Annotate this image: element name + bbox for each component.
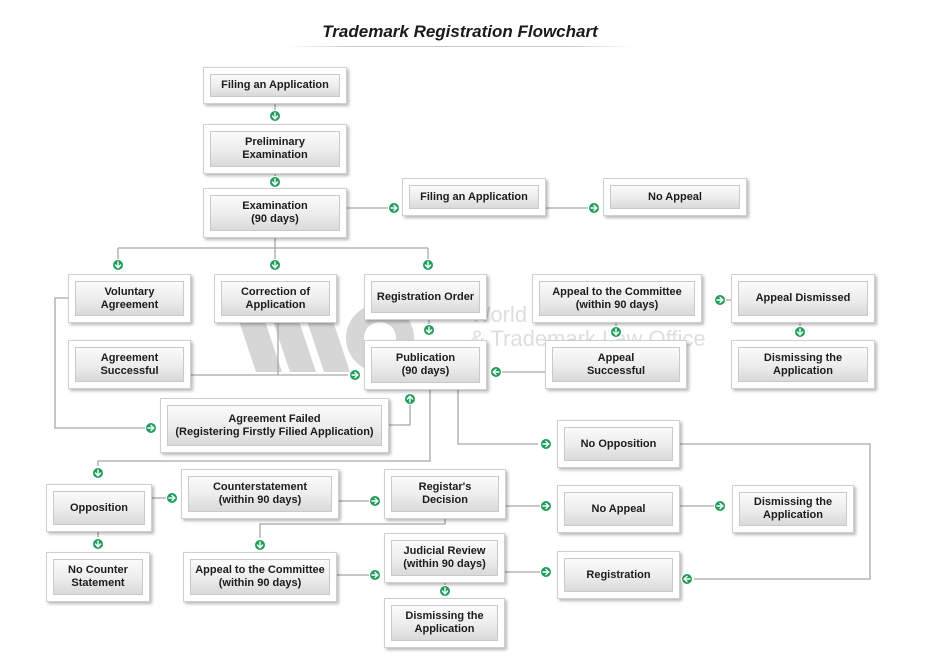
node-agreement-successful[interactable]: Agreement Successful — [68, 340, 191, 389]
node-appeal-dismissed-label: Appeal Dismissed — [755, 292, 851, 304]
edge-agreementfailed-publication — [389, 405, 411, 426]
arrow-right-icon — [540, 438, 552, 450]
node-registars-decision[interactable]: Registar's Decision — [384, 469, 506, 519]
node-registration-label: Registration — [586, 568, 651, 581]
arrow-down-icon — [794, 326, 806, 338]
arrow-down-icon — [439, 585, 451, 597]
node-registars-decision-label: Registar's Decision — [418, 481, 472, 506]
node-appeal-committee-top[interactable]: Appeal to the Committee (within 90 days) — [532, 274, 702, 323]
node-counterstatement-label: Counterstatement (within 90 days) — [212, 481, 308, 506]
arrow-down-icon — [92, 467, 104, 479]
node-no-appeal-bottom-label: No Appeal — [591, 502, 646, 515]
node-examination-label: Examination (90 days) — [242, 200, 308, 225]
arrow-down-icon — [112, 259, 124, 271]
node-appeal-committee-top-label: Appeal to the Committee (within 90 days) — [552, 285, 682, 311]
node-appeal-successful[interactable]: Appeal Successful — [545, 340, 687, 389]
arrow-right-icon — [588, 202, 600, 214]
node-registration-order[interactable]: Registration Order — [364, 274, 487, 320]
node-examination[interactable]: Examination (90 days) — [203, 188, 347, 238]
node-publication[interactable]: Publication (90 days) — [364, 340, 487, 390]
node-no-counter-statement[interactable]: No Counter Statement — [46, 552, 150, 602]
node-appeal-successful-label: Appeal Successful — [586, 351, 646, 377]
edge-voluntary-agreementfailed — [54, 297, 145, 429]
arrow-right-icon — [166, 492, 178, 504]
arrow-up-icon — [404, 393, 416, 405]
node-dismissing-application-top-label: Dismissing the Application — [763, 351, 843, 377]
arrow-right-icon — [714, 500, 726, 512]
arrow-down-icon — [422, 259, 434, 271]
node-registration[interactable]: Registration — [557, 551, 680, 599]
node-dismissing-application-mid-label: Dismissing the Application — [753, 496, 833, 521]
node-agreement-failed[interactable]: Agreement Failed (Registering Firstly Fi… — [160, 398, 389, 453]
node-no-opposition[interactable]: No Opposition — [557, 420, 680, 468]
node-filing-application[interactable]: Filing an Application — [203, 67, 347, 104]
node-dismissing-application-mid[interactable]: Dismissing the Application — [732, 485, 854, 533]
arrow-down-icon — [269, 259, 281, 271]
node-no-appeal-top-label: No Appeal — [648, 190, 702, 203]
node-preliminary-examination[interactable]: Preliminary Examination — [203, 124, 347, 174]
arrow-right-icon — [145, 422, 157, 434]
arrow-right-icon — [540, 566, 552, 578]
arrow-down-icon — [269, 176, 281, 188]
arrow-down-icon — [269, 110, 281, 122]
page-title: Trademark Registration Flowchart — [322, 22, 598, 41]
edge-publication-opposition — [97, 390, 431, 466]
node-no-appeal-top[interactable]: No Appeal — [603, 178, 747, 216]
arrow-left-icon — [681, 573, 693, 585]
node-filing-application-right-label: Filing an Application — [420, 190, 528, 203]
node-appeal-committee-bottom[interactable]: Appeal to the Committee (within 90 days) — [183, 552, 337, 602]
node-opposition-label: Opposition — [69, 501, 129, 514]
arrow-down-icon — [254, 539, 266, 551]
node-preliminary-examination-label: Preliminary Examination — [242, 136, 308, 161]
title-underline — [285, 46, 635, 47]
node-correction-of-application[interactable]: Correction of Application — [214, 274, 337, 323]
node-no-opposition-label: No Opposition — [580, 437, 657, 450]
edge-noopposition-registration — [680, 443, 871, 580]
arrow-left-icon — [490, 366, 502, 378]
node-judicial-review[interactable]: Judicial Review (within 90 days) — [384, 533, 505, 583]
node-voluntary-agreement-label: Voluntary Agreement — [100, 285, 159, 311]
arrow-down-icon — [92, 538, 104, 550]
arrow-right-icon — [349, 369, 361, 381]
node-dismissing-application-bottom-label: Dismissing the Application — [405, 610, 484, 635]
node-registration-order-label: Registration Order — [376, 290, 475, 303]
arrow-right-icon — [369, 569, 381, 581]
edge-publication-noopposition — [457, 390, 538, 445]
node-filing-application-label: Filing an Application — [221, 79, 329, 91]
node-filing-application-right[interactable]: Filing an Application — [402, 178, 546, 216]
arrow-right-icon — [369, 495, 381, 507]
node-voluntary-agreement[interactable]: Voluntary Agreement — [68, 274, 191, 323]
arrow-down-icon — [423, 324, 435, 336]
arrow-right-icon — [714, 294, 726, 306]
node-dismissing-application-bottom[interactable]: Dismissing the Application — [384, 598, 505, 648]
node-appeal-committee-bottom-label: Appeal to the Committee (within 90 days) — [195, 564, 325, 589]
node-publication-label: Publication (90 days) — [395, 352, 456, 377]
node-agreement-successful-label: Agreement Successful — [100, 351, 159, 377]
edge-examination-branch — [117, 238, 429, 262]
node-no-counter-statement-label: No Counter Statement — [68, 564, 128, 589]
arrow-right-icon — [540, 500, 552, 512]
node-judicial-review-label: Judicial Review (within 90 days) — [403, 545, 486, 570]
arrow-down-icon — [610, 326, 622, 338]
node-agreement-failed-label: Agreement Failed (Registering Firstly Fi… — [175, 412, 374, 438]
arrow-right-icon — [388, 202, 400, 214]
node-no-appeal-bottom[interactable]: No Appeal — [557, 485, 680, 533]
node-dismissing-application-top[interactable]: Dismissing the Application — [731, 340, 875, 389]
node-correction-of-application-label: Correction of Application — [240, 285, 311, 311]
node-counterstatement[interactable]: Counterstatement (within 90 days) — [181, 469, 339, 519]
node-appeal-dismissed[interactable]: Appeal Dismissed — [731, 274, 875, 323]
node-opposition[interactable]: Opposition — [46, 484, 152, 532]
edge-decision-appealbottom — [259, 519, 446, 538]
